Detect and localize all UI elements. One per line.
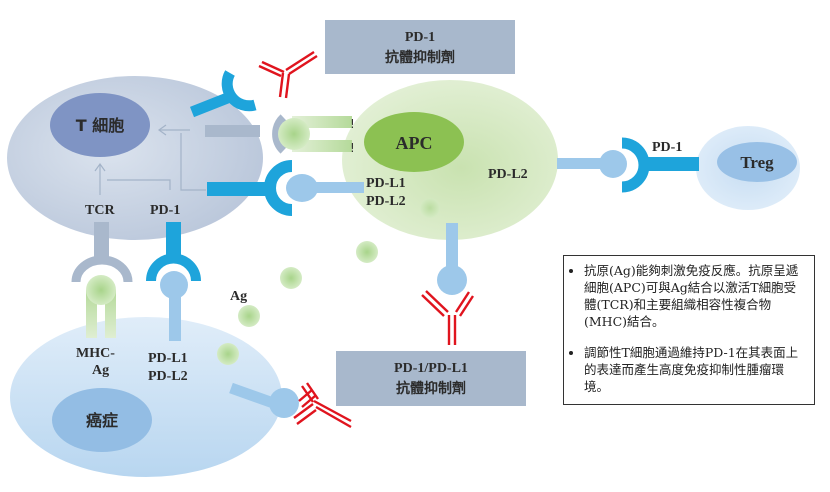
cancer-pdl1-right [229,382,299,418]
pd1-receptor-cup [221,70,257,112]
apc-pdl2-label: PD-L2 [366,194,406,209]
antigen-particle [238,305,260,327]
antigen-particles: Ag [217,198,440,365]
mhc-ag-apc: ! ! [278,116,355,155]
treg-pd1-label: PD-1 [652,140,682,155]
tcr-receptor-cancer [71,222,133,283]
antigen-particle [217,343,239,365]
treg-label: Treg [740,153,774,172]
svg-text:!: ! [350,141,355,155]
apc-cell: APC [342,80,558,240]
pd1-pdl1-cancer-binding [146,222,201,341]
apc-label: APC [396,133,433,153]
mhc-ag-cancer [86,275,116,338]
note-treg: 調節性T細胞通過維持PD-1在其表面上的表達而產生高度免疫抑制性腫瘤環境。 [584,344,808,395]
pd1-pdl1-inhibitor-subtitle: 抗體抑制劑 [396,380,466,397]
pd1-inhibitor-subtitle: 抗體抑制劑 [385,49,455,66]
cancer-nucleus [52,388,152,452]
pd1-cup [264,160,293,216]
mhc-label: MHC- [76,346,115,361]
cancer-label: 癌症 [86,411,118,430]
apc-nucleus [364,112,464,172]
pdl1-head [286,174,318,202]
pd1-stalk [207,182,267,196]
cancer-pdl2-label: PD-L2 [148,369,188,384]
arrow-head-icon [94,162,106,172]
ag-mhc-label: Ag [92,363,109,378]
antibody-cancer [293,382,352,429]
pd1-pdl1-inhibitor-title: PD-1/PD-L1 [394,361,468,376]
apc-pdl2-right-label: PD-L2 [488,167,528,182]
connector-line [107,179,171,190]
connector-line [180,133,206,191]
treg-cell: Treg [696,126,800,210]
pd1-pdl1-apc-binding [207,160,364,216]
cancer-pdl1-label: PD-L1 [148,351,188,366]
pd1-inhibitor-title: PD-1 [405,30,435,45]
antibody-bottom [421,290,475,345]
pd1-receptor-top [189,70,257,118]
tcr-label: TCR [85,203,115,218]
pd1-inhibitor-box: PD-1 抗體抑制劑 [325,20,515,74]
pdl1-stalk [296,182,364,193]
tcr-receptor-apc [205,114,288,154]
signal-arrows [94,124,206,195]
t-cell: T 細胞 [7,76,263,240]
t-cell-pd1-label: PD-1 [150,203,180,218]
antigen-particle [280,267,302,289]
t-cell-nucleus [50,93,150,157]
pd1-pdl1-inhibitor-box: PD-1/PD-L1 抗體抑制劑 [336,351,526,406]
notes-box: 抗原(Ag)能夠刺激免疫反應。抗原呈遞細胞(APC)可與Ag結合以激活T細胞受體… [563,255,815,405]
antigen-particle [420,198,440,218]
t-cell-label: T 細胞 [76,116,125,135]
cancer-cell: 癌症 [10,317,282,477]
apc-pdl1-bottom [437,223,467,295]
svg-text:!: ! [350,117,355,131]
antibody-top [258,50,318,99]
note-antigen: 抗原(Ag)能夠刺激免疫反應。抗原呈遞細胞(APC)可與Ag結合以激活T細胞受體… [584,262,808,330]
antigen-particle [356,241,378,263]
arrow-head-icon [157,124,167,136]
apc-pdl1-label: PD-L1 [366,176,406,191]
pdl2-treg-binding [557,137,699,193]
treg-nucleus [717,142,797,182]
ag-label: Ag [230,289,247,304]
